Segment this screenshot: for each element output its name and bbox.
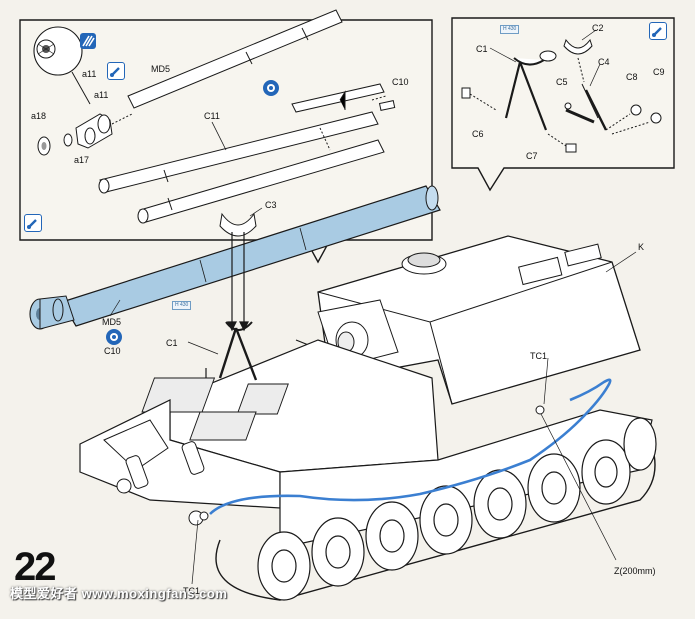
label-a18: a18	[31, 111, 47, 121]
tank-hull	[79, 235, 653, 549]
label-k: K	[638, 242, 645, 252]
leader-lines	[109, 251, 637, 405]
road-wheels	[215, 417, 657, 601]
label-c3: C3	[265, 200, 277, 210]
label-c8-inset: C8	[626, 72, 638, 82]
label-c11: C11	[204, 111, 220, 121]
detail-circle	[33, 26, 83, 76]
paint-brush-icon	[24, 214, 42, 232]
c3-cradle	[219, 207, 263, 237]
label-a17: a17	[74, 155, 90, 165]
gun-parts-inset	[19, 9, 433, 264]
label-md5-main: MD5	[102, 317, 122, 327]
label-c1-inset: C1	[476, 44, 488, 54]
label-c9-inset: C9	[653, 67, 665, 77]
paint-brush-icon	[649, 22, 667, 40]
label-c1-main: C1	[166, 338, 178, 348]
label-md5-top: MD5	[151, 64, 171, 74]
c1-travel-lock	[187, 321, 258, 381]
paint-brush-icon	[107, 62, 125, 80]
cement-glue-icon	[263, 80, 279, 96]
label-c2-inset: C2	[592, 23, 604, 33]
label-c4-inset: C4	[598, 57, 610, 67]
label-c10-main: C10	[104, 346, 121, 356]
watermark: 模型爱好者 www.moxingfans.com	[10, 586, 228, 601]
cement-glue-icon	[106, 329, 122, 345]
label-z-cable: Z(200mm)	[614, 566, 656, 576]
muzzle-brake-parts	[37, 113, 133, 156]
label-c10-top: C10	[392, 77, 409, 87]
barrel-c11	[98, 90, 385, 224]
label-tc1-left: TC1	[183, 586, 201, 596]
tow-cable	[191, 378, 617, 585]
label-a11-detail: a11	[82, 69, 97, 79]
label-a11: a11	[94, 90, 109, 100]
support-parts-inset	[451, 17, 675, 192]
label-c6-inset: C6	[472, 129, 484, 139]
camo-stripes-icon	[80, 33, 96, 49]
label-c7-inset: C7	[526, 151, 538, 161]
barrel-md5-top	[127, 9, 343, 109]
step-number: 22	[14, 545, 56, 589]
color-tag-inset: H 430	[500, 25, 520, 34]
color-tag-gun: H 430	[172, 301, 192, 310]
main-gun-barrel	[29, 185, 441, 330]
rod-c10	[291, 83, 396, 113]
label-c5-inset: C5	[556, 77, 568, 87]
label-tc1-right: TC1	[530, 351, 548, 361]
